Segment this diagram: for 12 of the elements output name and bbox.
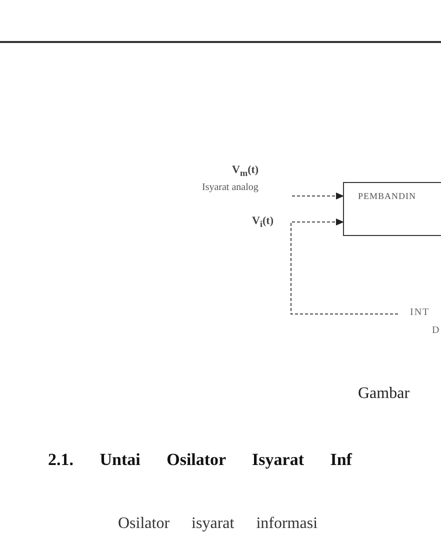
arrow <box>292 192 344 200</box>
signal-name: V$_{m}$(t) <box>232 164 259 178</box>
signal-label: Isyarat analog <box>202 182 258 193</box>
figure-caption: Gambar <box>358 385 410 403</box>
edge-label: V$_{i}$(t) <box>252 215 274 230</box>
arrow <box>290 218 398 314</box>
block-label: INT <box>410 307 430 318</box>
block-label: D <box>432 325 440 336</box>
process-box <box>343 182 441 236</box>
section-heading: 2.1. Untai Osilator Isyarat Inf <box>48 450 352 470</box>
body-text: Osilator isyarat informasi <box>118 515 318 533</box>
box-label: PEMBANDIN <box>358 191 416 201</box>
